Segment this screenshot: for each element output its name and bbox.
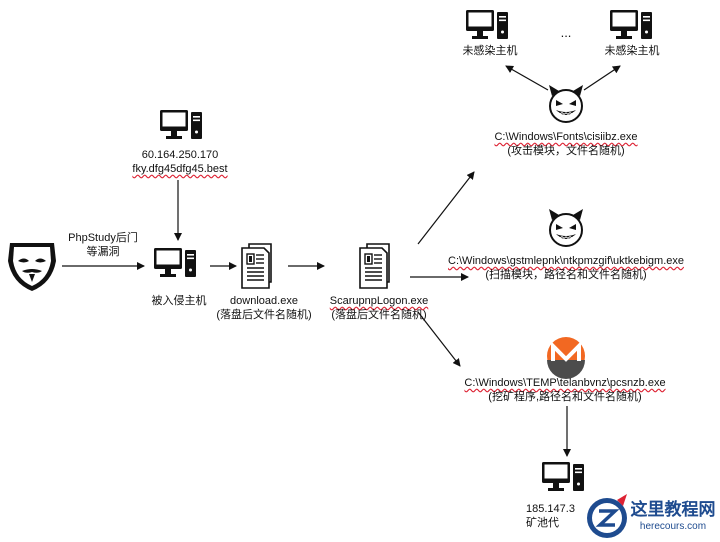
- arrow-attack-to-uninfected-2: [583, 65, 621, 91]
- victim-computer-icon: [154, 248, 196, 277]
- download-label: download.exe (落盘后文件名随机): [210, 294, 318, 322]
- uninfected-1-label: 未感染主机: [450, 44, 530, 58]
- pool-computer-icon: [542, 462, 584, 491]
- pool-ip: 185.147.3: [526, 503, 575, 515]
- attack-devil-face-icon: [548, 84, 584, 123]
- watermark-cn: 这里教程网: [630, 500, 716, 520]
- scan-module-label: C:\Windows\gstmlepnk\ntkpmzgif\uktkebigm…: [428, 254, 704, 282]
- download-note: (落盘后文件名随机): [216, 309, 312, 321]
- download-document-icon: [241, 243, 272, 289]
- edge-vuln-line2: 等漏洞: [86, 246, 120, 258]
- anonymous-mask-icon: [8, 243, 56, 291]
- scan-devil-face-icon: [548, 208, 584, 247]
- miner-path: C:\Windows\TEMP\telanbvnz\pcsnzb.exe: [464, 377, 666, 389]
- download-filename: download.exe: [230, 295, 298, 307]
- uninfected-2-computer-icon: [610, 10, 652, 39]
- watermark-en: herecours.com: [639, 521, 707, 532]
- uninfected-1-computer-icon: [466, 10, 508, 39]
- edge-vuln-line1: PhpStudy后门: [68, 232, 138, 244]
- scarup-document-icon: [359, 243, 390, 289]
- edge-vuln-label: PhpStudy后门 等漏洞: [60, 231, 146, 259]
- scan-module-note: (扫描模块，路径名和文件名随机): [485, 269, 647, 281]
- arrow-attack-to-uninfected-1: [505, 65, 549, 91]
- scarup-note: (落盘后文件名随机): [331, 309, 427, 321]
- ellipsis-label: ...: [548, 26, 584, 40]
- c2-server-label: 60.164.250.170 fky.dfg45dfg45.best: [120, 148, 240, 176]
- victim-label-text: 被入侵主机: [151, 295, 207, 307]
- c2-server-computer-icon: [160, 110, 202, 139]
- scarup-label: ScarupnpLogon.exe (落盘后文件名随机): [322, 294, 436, 322]
- miner-label: C:\Windows\TEMP\telanbvnz\pcsnzb.exe (挖矿…: [448, 376, 682, 404]
- uninfected-2-label: 未感染主机: [592, 44, 672, 58]
- miner-note: (挖矿程序,路径名和文件名随机): [488, 391, 642, 403]
- pool-label: 185.147.3 矿池代: [512, 502, 592, 530]
- pool-note: 矿池代: [526, 517, 559, 529]
- c2-server-domain: fky.dfg45dfg45.best: [132, 163, 228, 175]
- watermark-logo-icon: [587, 494, 627, 538]
- scan-module-path: C:\Windows\gstmlepnk\ntkpmzgif\uktkebigm…: [448, 255, 684, 267]
- scarup-filename: ScarupnpLogon.exe: [329, 295, 429, 307]
- attack-module-path: C:\Windows\Fonts\cisiibz.exe: [494, 131, 638, 143]
- victim-label: 被入侵主机: [136, 294, 222, 308]
- uninfected-2-text: 未感染主机: [604, 45, 660, 57]
- monero-logo-icon: [547, 337, 585, 379]
- watermark: 这里教程网 herecours.com: [628, 500, 718, 533]
- uninfected-1-text: 未感染主机: [462, 45, 518, 57]
- attack-module-label: C:\Windows\Fonts\cisiibz.exe (攻击模块，文件名随机…: [476, 130, 656, 158]
- c2-server-ip: 60.164.250.170: [141, 149, 219, 161]
- attack-module-note: (攻击模块，文件名随机): [507, 145, 625, 157]
- arrow-scarup-to-attack: [417, 171, 475, 245]
- ellipsis-text: ...: [560, 25, 572, 40]
- arrow-scarup-to-miner: [417, 311, 461, 367]
